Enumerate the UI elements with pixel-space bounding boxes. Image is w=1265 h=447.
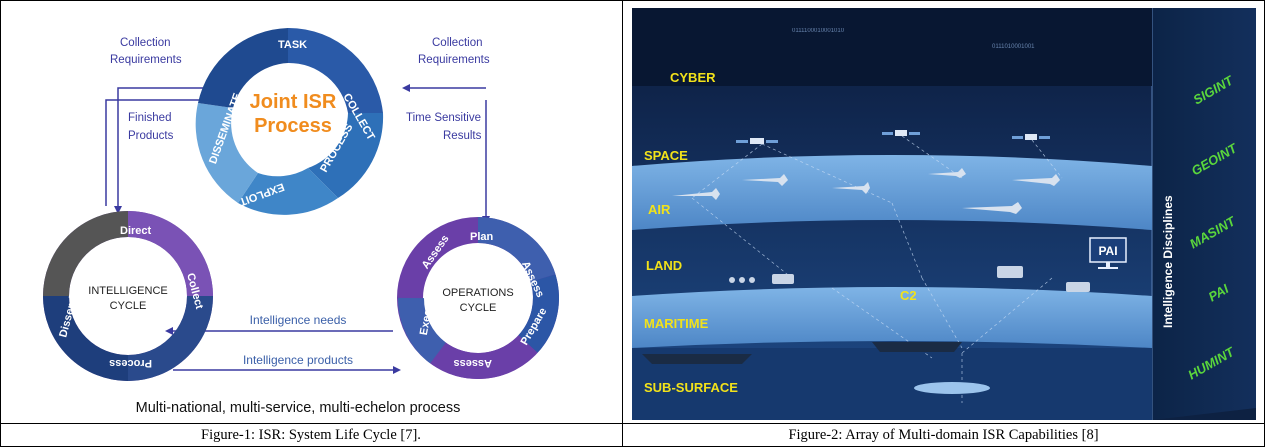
table-border-left [0, 0, 1, 447]
ship-icon [642, 354, 752, 364]
time-sensitive-line2: Results [443, 130, 482, 142]
center-title-line1: Joint ISR [250, 91, 337, 113]
collection-right-line2: Requirements [418, 54, 490, 66]
binary-top: 0111100010001010 [792, 28, 845, 34]
intelligence-disciplines-title: Intelligence Disciplines [1161, 195, 1175, 328]
intelligence-needs: Intelligence needs [250, 313, 347, 327]
binary-mid: 0111010001001 [992, 44, 1035, 50]
intel-process: Process [109, 357, 152, 369]
operations-cycle [397, 217, 559, 379]
satellites [736, 130, 1050, 144]
domain-maritime: MARITIME [644, 316, 709, 331]
collection-left-line1: Collection [120, 37, 171, 49]
table-border-center [622, 0, 623, 447]
satellite-icon [1012, 134, 1050, 140]
table-border-top [0, 0, 1265, 1]
domain-subsurface: SUB-SURFACE [644, 380, 738, 395]
troop-icon [739, 277, 745, 283]
finished-line1: Finished [128, 112, 171, 124]
figure1-caption: Figure-1: ISR: System Life Cycle [7]. [201, 427, 421, 443]
satellite-icon [736, 138, 778, 144]
domain-land: LAND [646, 258, 682, 273]
table-border-mid [0, 423, 1265, 424]
ring-task: TASK [278, 39, 307, 51]
aircraft [672, 168, 1060, 214]
intel-direct: Direct [120, 225, 152, 237]
jet-icon [928, 168, 966, 178]
ops-title-line2: CYCLE [460, 302, 497, 314]
plane-icon [1012, 174, 1060, 186]
tank-icon [997, 266, 1023, 278]
finished-line2: Products [128, 130, 174, 142]
pai-box-label: PAI [1098, 244, 1117, 258]
ship-icon [872, 342, 962, 352]
intelligence-cycle [43, 211, 213, 381]
c2-label: C2 [900, 288, 917, 303]
figure1-footer: Multi-national, multi-service, multi-ech… [136, 400, 461, 416]
figure-2-multidomain: 0111100010001010 0111010001001 [632, 8, 1256, 420]
intel-title-line1: INTELLIGENCE [88, 285, 167, 297]
pai-monitor: PAI [1089, 237, 1127, 269]
collection-left-line2: Requirements [110, 54, 182, 66]
figure-1-isr-cycle: TASK COLLECT PROCESS EXPLOIT DISSEMINATE… [8, 8, 610, 420]
satellite-icon [882, 130, 920, 136]
vehicle-icon [1066, 282, 1090, 292]
ships [642, 342, 962, 364]
jet-icon [742, 174, 788, 186]
collection-right-line1: Collection [432, 37, 483, 49]
joint-isr-ring [195, 27, 384, 215]
intel-title-line2: CYCLE [110, 300, 147, 312]
intelligence-products: Intelligence products [243, 353, 353, 367]
jet-icon [832, 182, 870, 194]
ops-plan: Plan [470, 231, 494, 243]
ops-assess-2: Assess [453, 357, 492, 369]
figure2-caption: Figure-2: Array of Multi-domain ISR Capa… [788, 427, 1099, 443]
plane-icon [962, 202, 1022, 214]
vehicle-icon [772, 274, 794, 284]
troop-icon [749, 277, 755, 283]
domain-space: SPACE [644, 148, 688, 163]
ops-title-line1: OPERATIONS [442, 287, 513, 299]
center-title-line2: Process [254, 115, 332, 137]
time-sensitive-line1: Time Sensitive [406, 112, 481, 124]
domain-air: AIR [648, 202, 671, 217]
domain-cyber: CYBER [670, 70, 716, 85]
troop-icon [729, 277, 735, 283]
ground-assets [729, 266, 1090, 292]
submarine-icon [914, 382, 990, 394]
jet-icon [672, 188, 720, 200]
